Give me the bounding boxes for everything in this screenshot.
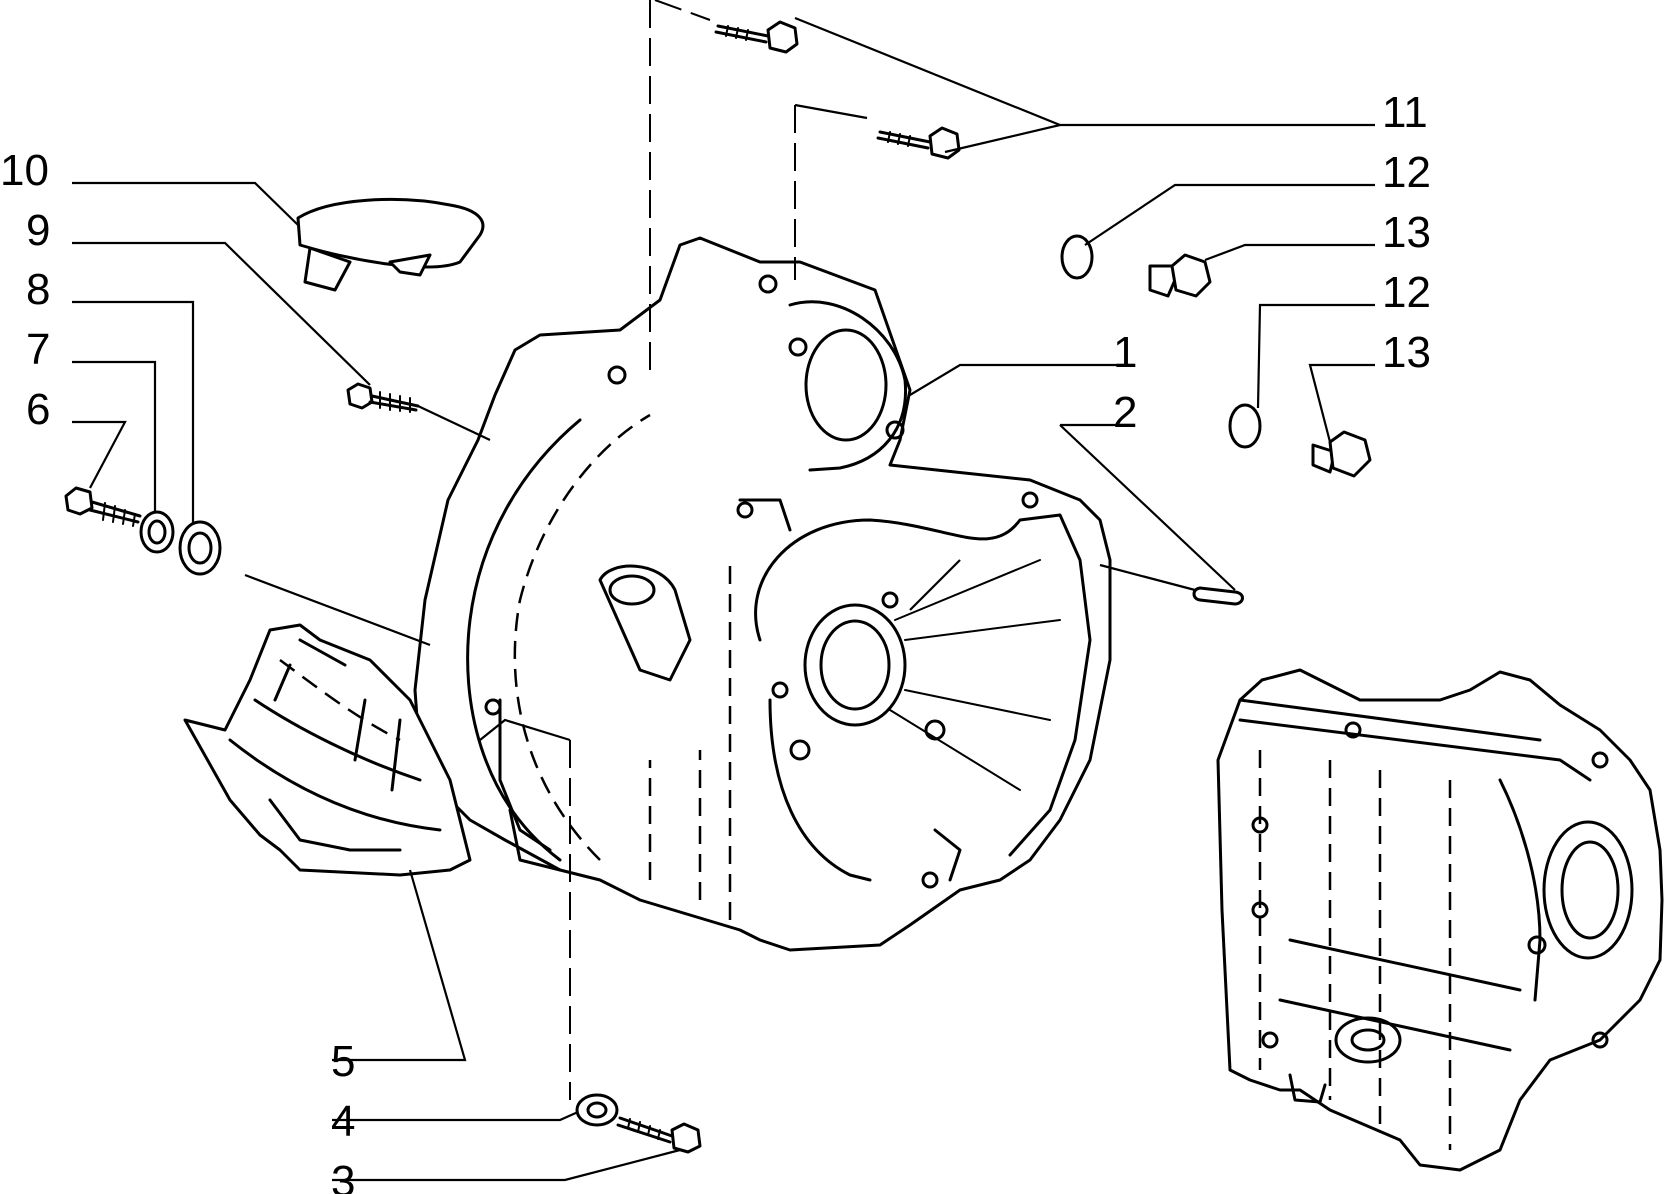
washer-4 xyxy=(575,1093,619,1127)
plug-13-b xyxy=(1311,430,1372,478)
o-ring-12-b xyxy=(1228,403,1262,449)
callout-labels: 1 2 3 4 5 6 7 8 9 10 11 12 13 12 13 xyxy=(0,88,1431,1194)
washer-7 xyxy=(139,510,175,554)
cover-cap xyxy=(296,197,485,292)
bolt-6 xyxy=(64,486,142,527)
gearbox-casing xyxy=(1216,668,1664,1172)
bolt-11-middle xyxy=(876,126,961,160)
clutch-cover-plate xyxy=(183,623,472,877)
bolt-3 xyxy=(616,1116,702,1154)
callout-13-a: 13 xyxy=(1382,208,1431,257)
washer-4-hole xyxy=(586,1101,608,1119)
washer-8 xyxy=(178,520,222,576)
callout-2: 2 xyxy=(1113,388,1137,437)
callout-13-b: 13 xyxy=(1382,328,1431,377)
callout-7: 7 xyxy=(26,325,50,374)
dowel-pin-2 xyxy=(1192,586,1244,606)
clutch-housing xyxy=(413,236,1112,952)
washer-7-hole xyxy=(147,519,167,545)
washer-8-hole xyxy=(187,531,213,565)
callout-4: 4 xyxy=(331,1097,355,1146)
callout-9: 9 xyxy=(26,206,50,255)
bolt-9 xyxy=(346,382,420,413)
plug-13-a xyxy=(1148,253,1212,298)
callout-8: 8 xyxy=(26,265,50,314)
callout-6: 6 xyxy=(26,385,50,434)
bolt-11-top xyxy=(714,20,799,54)
callout-3: 3 xyxy=(331,1157,355,1194)
leader-lines xyxy=(72,16,1375,1182)
callout-12-a: 12 xyxy=(1382,148,1431,197)
callout-11: 11 xyxy=(1382,88,1428,137)
callout-5: 5 xyxy=(331,1037,355,1086)
callout-12-b: 12 xyxy=(1382,268,1431,317)
callout-10: 10 xyxy=(0,146,49,195)
assembly-axis-diagonal xyxy=(654,0,711,21)
o-ring-12-a xyxy=(1060,234,1094,280)
callout-1: 1 xyxy=(1113,328,1137,377)
